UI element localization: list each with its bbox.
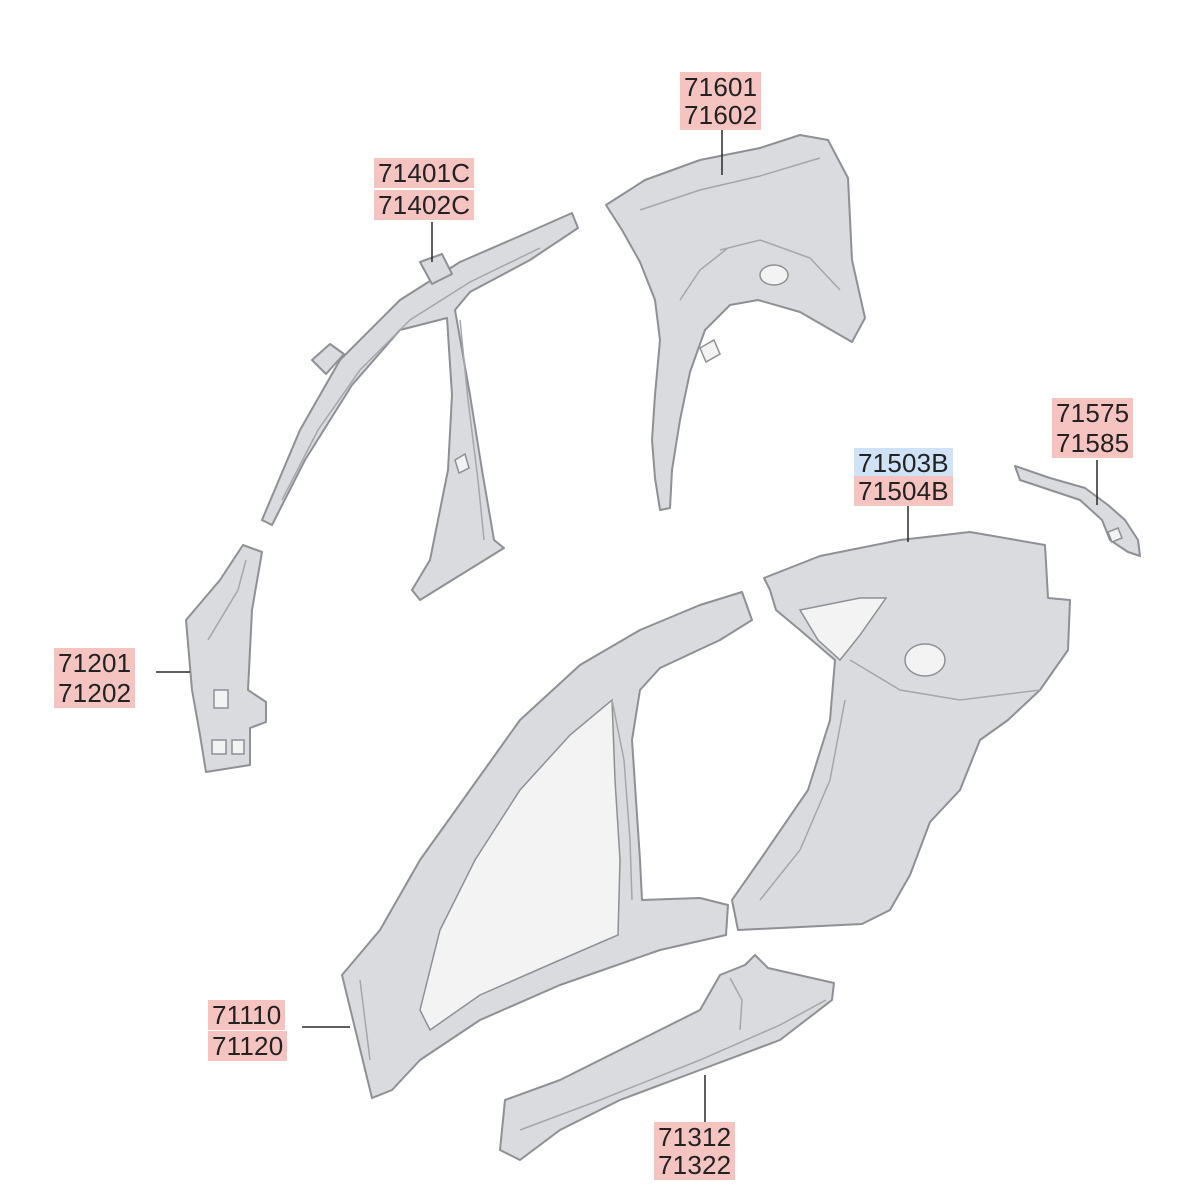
quarter-outer-panel [731,531,1071,931]
label-71201: 71201 [54,648,136,678]
side-outer-panel [341,591,753,1099]
label-71503b: 71503B [854,448,953,478]
sill-panel [499,954,835,1161]
front-pillar-lower-panel [185,544,267,773]
tail-lamp-bracket [1014,465,1141,557]
label-71585: 71585 [1052,428,1134,458]
label-71120: 71120 [208,1031,288,1061]
label-71322: 71322 [654,1150,736,1180]
label-71601: 71601 [680,72,762,102]
label-71575: 71575 [1052,398,1134,428]
label-71110: 71110 [208,1000,286,1030]
quarter-inner-panel [605,134,866,511]
label-71202: 71202 [54,678,136,708]
label-71401c: 71401C [374,158,475,188]
label-71504b: 71504B [854,476,953,506]
label-71312: 71312 [654,1122,736,1152]
leader-lines [156,128,1098,1124]
label-71402c: 71402C [374,190,475,220]
label-71602: 71602 [680,100,762,130]
a-pillar-inner-panel [261,212,579,601]
